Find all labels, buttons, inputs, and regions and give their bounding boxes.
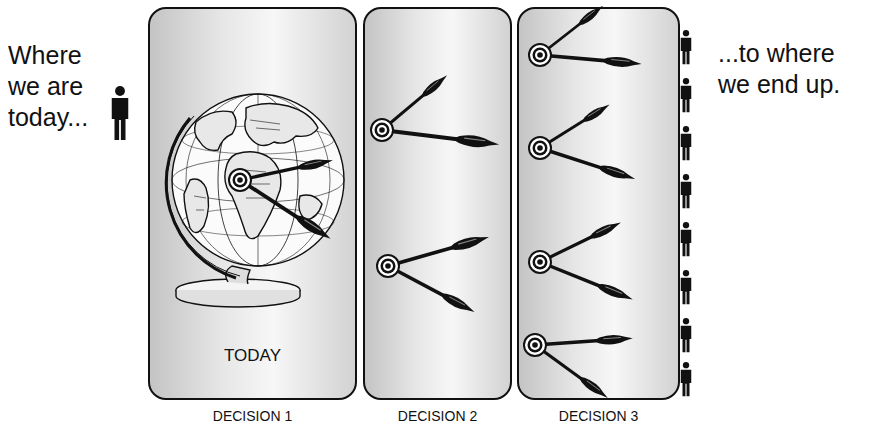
decision-panel: TODAYDECISION 1 [148,7,357,400]
person-column [681,30,692,396]
decision-panel: DECISION 3 [517,7,680,400]
decision-panel: DECISION 2 [363,7,512,400]
dart-target [229,156,334,243]
dart-target [371,72,500,316]
side-text: ...to where we end up. [718,38,870,100]
decision-caption: DECISION 1 [213,408,292,424]
person-icon [112,86,129,140]
decision-caption: DECISION 2 [398,408,477,424]
dart-target [524,3,642,402]
panel-label: TODAY [224,346,281,366]
decision-caption: DECISION 3 [559,408,638,424]
side-text: Where we are today... [8,40,106,133]
globe [166,94,344,307]
